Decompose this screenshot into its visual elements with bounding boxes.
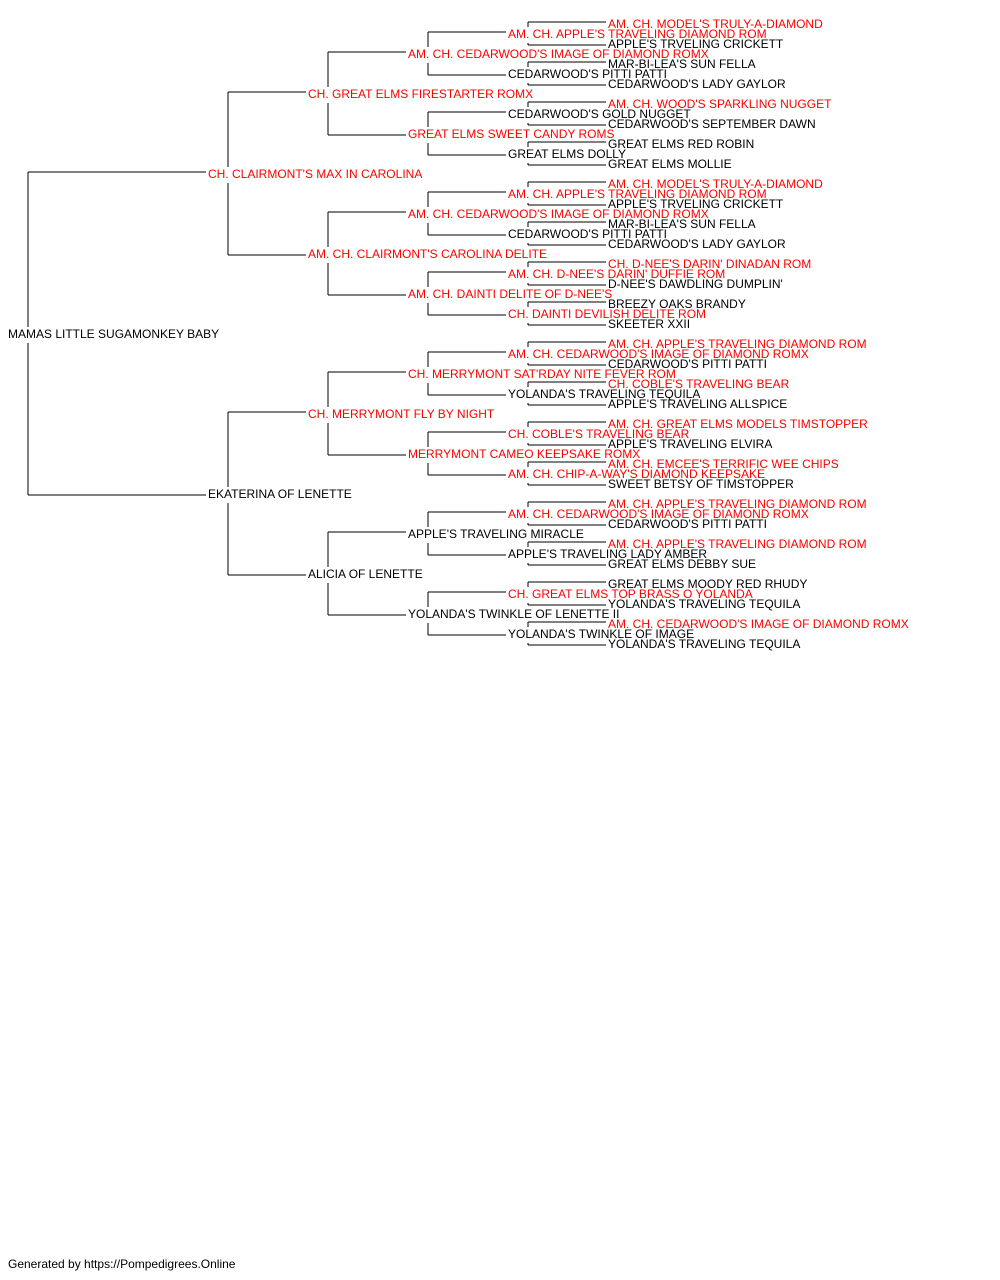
ancestor-name: AM. CH. CEDARWOOD'S IMAGE OF DIAMOND ROM… <box>408 47 709 61</box>
ancestor-name: GREAT ELMS RED ROBIN <box>608 137 754 151</box>
ancestor-name: AM. CH. CEDARWOOD'S IMAGE OF DIAMOND ROM… <box>508 347 809 361</box>
ancestor-name: CH. CLAIRMONT'S MAX IN CAROLINA <box>208 167 422 181</box>
ancestor-name: AM. CH. MODEL'S TRULY-A-DIAMOND <box>608 177 823 191</box>
ancestor-name: CEDARWOOD'S PITTI PATTI <box>608 517 767 531</box>
ancestor-name: ALICIA OF LENETTE <box>308 567 423 581</box>
ancestor-name: CEDARWOOD'S PITTI PATTI <box>508 67 667 81</box>
ancestor-name: AM. CH. APPLE'S TRAVELING DIAMOND ROM <box>608 537 867 551</box>
ancestor-name: CH. GREAT ELMS TOP BRASS O YOLANDA <box>508 587 753 601</box>
ancestor-name: AM. CH. WOOD'S SPARKLING NUGGET <box>608 97 832 111</box>
ancestor-name: AM. CH. CEDARWOOD'S IMAGE OF DIAMOND ROM… <box>508 507 809 521</box>
ancestor-name: APPLE'S TRAVELING MIRACLE <box>408 527 584 541</box>
ancestor-name: YOLANDA'S TRAVELING TEQUILA <box>508 387 700 401</box>
ancestor-name: CEDARWOOD'S LADY GAYLOR <box>608 237 786 251</box>
ancestor-name: MERRYMONT CAMEO KEEPSAKE ROMX <box>408 447 640 461</box>
ancestor-name: APPLE'S TRAVELING LADY AMBER <box>508 547 707 561</box>
ancestor-name: GREAT ELMS DEBBY SUE <box>608 557 756 571</box>
ancestor-name: APPLE'S TRVELING CRICKETT <box>608 197 784 211</box>
ancestor-name: CH. MERRYMONT SAT'RDAY NITE FEVER ROM <box>408 367 676 381</box>
ancestor-name: AM. CH. D-NEE'S DARIN' DUFFIE ROM <box>508 267 725 281</box>
ancestor-name: AM. CH. EMCEE'S TERRIFIC WEE CHIPS <box>608 457 839 471</box>
ancestor-name: GREAT ELMS MOLLIE <box>608 157 732 171</box>
ancestor-name: YOLANDA'S TRAVELING TEQUILA <box>608 597 800 611</box>
ancestor-name: YOLANDA'S TRAVELING TEQUILA <box>608 637 800 651</box>
ancestor-name: CEDARWOOD'S SEPTEMBER DAWN <box>608 117 816 131</box>
ancestor-name: D-NEE'S DAWDLING DUMPLIN' <box>608 277 783 291</box>
ancestor-name: MAR-BI-LEA'S SUN FELLA <box>608 217 756 231</box>
ancestor-name: CH. GREAT ELMS FIRESTARTER ROMX <box>308 87 533 101</box>
ancestor-name: AM. CH. CLAIRMONT'S CAROLINA DELITE <box>308 247 547 261</box>
ancestor-name: GREAT ELMS DOLLY <box>508 147 626 161</box>
ancestor-name: EKATERINA OF LENETTE <box>208 487 352 501</box>
ancestor-name: APPLE'S TRAVELING ELVIRA <box>608 437 772 451</box>
ancestor-name: AM. CH. APPLE'S TRAVELING DIAMOND ROM <box>508 187 767 201</box>
ancestor-name: CEDARWOOD'S PITTI PATTI <box>508 227 667 241</box>
ancestor-name: AM. CH. APPLE'S TRAVELING DIAMOND ROM <box>608 337 867 351</box>
ancestor-name: AM. CH. APPLE'S TRAVELING DIAMOND ROM <box>608 497 867 511</box>
ancestor-name: CH. MERRYMONT FLY BY NIGHT <box>308 407 495 421</box>
ancestor-name: MAR-BI-LEA'S SUN FELLA <box>608 57 756 71</box>
ancestor-name: AM. CH. CHIP-A-WAY'S DIAMOND KEEPSAKE <box>508 467 765 481</box>
ancestor-name: YOLANDA'S TWINKLE OF IMAGE <box>508 627 694 641</box>
ancestor-name: CH. DAINTI DEVILISH DELITE ROM <box>508 307 706 321</box>
ancestor-name: CEDARWOOD'S LADY GAYLOR <box>608 77 786 91</box>
ancestor-name: YOLANDA'S TWINKLE OF LENETTE II <box>408 607 619 621</box>
ancestor-name: AM. CH. CEDARWOOD'S IMAGE OF DIAMOND ROM… <box>608 617 909 631</box>
ancestor-name: SKEETER XXII <box>608 317 690 331</box>
ancestor-name: AM. CH. CEDARWOOD'S IMAGE OF DIAMOND ROM… <box>408 207 709 221</box>
ancestor-name: APPLE'S TRAVELING ALLSPICE <box>608 397 787 411</box>
ancestor-name: CH. D-NEE'S DARIN' DINADAN ROM <box>608 257 811 271</box>
ancestor-name: APPLE'S TRVELING CRICKETT <box>608 37 784 51</box>
ancestor-name: AM. CH. GREAT ELMS MODELS TIMSTOPPER <box>608 417 868 431</box>
ancestor-name: CH. COBLE'S TRAVELING BEAR <box>608 377 790 391</box>
ancestor-name: AM. CH. DAINTI DELITE OF D-NEE'S <box>408 287 612 301</box>
ancestor-name: GREAT ELMS SWEET CANDY ROMS <box>408 127 614 141</box>
ancestor-name: CEDARWOOD'S GOLD NUGGET <box>508 107 691 121</box>
ancestor-name: CH. COBLE'S TRAVELING BEAR <box>508 427 690 441</box>
footer-credit: Generated by https://Pompedigrees.Online <box>8 1257 236 1271</box>
ancestor-name: SWEET BETSY OF TIMSTOPPER <box>608 477 794 491</box>
ancestor-name: BREEZY OAKS BRANDY <box>608 297 746 311</box>
ancestor-name: AM. CH. MODEL'S TRULY-A-DIAMOND <box>608 17 823 31</box>
ancestor-name: CEDARWOOD'S PITTI PATTI <box>608 357 767 371</box>
ancestor-name: AM. CH. APPLE'S TRAVELING DIAMOND ROM <box>508 27 767 41</box>
subject-name: MAMAS LITTLE SUGAMONKEY BABY <box>8 327 219 341</box>
ancestor-name: GREAT ELMS MOODY RED RHUDY <box>608 577 807 591</box>
